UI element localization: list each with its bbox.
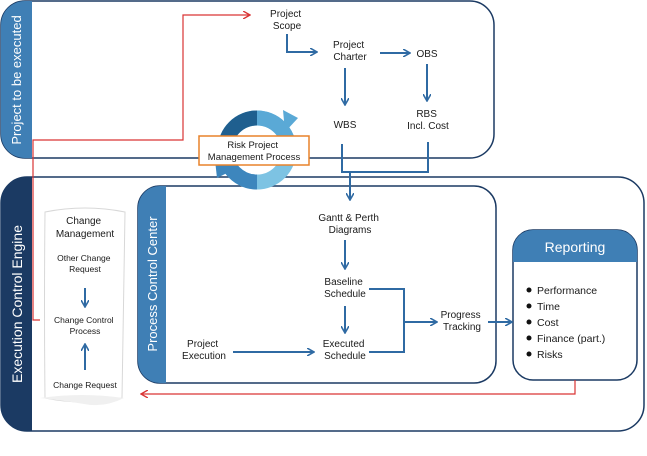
- reporting-title: Reporting: [545, 239, 606, 255]
- project-section-border: [0, 0, 495, 159]
- change-control-process-line: Change Control: [54, 315, 114, 325]
- reporting-item: Performance: [537, 285, 597, 297]
- bullet-icon: [526, 335, 532, 341]
- change-to-scope-line: [32, 15, 249, 321]
- node-line: Executed: [323, 339, 365, 350]
- node-wbs: WBS: [334, 120, 357, 131]
- bullet-icon: [526, 287, 532, 293]
- process-center-sidebar: [138, 186, 166, 383]
- node-rbs: RBS Incl. Cost: [407, 109, 449, 132]
- project-section-sidebar: [1, 1, 32, 158]
- node-gantt: Gantt & Perth Diagrams: [318, 213, 381, 236]
- risk-process-box: [198, 135, 310, 166]
- node-executed: Executed Schedule: [323, 339, 367, 362]
- risk-process-label: Risk Project Management Process: [208, 140, 301, 163]
- process-center: Process Control Center: [137, 185, 497, 384]
- node-baseline: Baseline Schedule: [324, 277, 366, 300]
- change-control-process: Change Control Process: [54, 315, 116, 336]
- node-line: Baseline: [324, 277, 363, 288]
- node-line: Progress: [441, 310, 481, 321]
- node-line: Project: [333, 40, 364, 51]
- change-control-process-line: Process: [70, 326, 101, 336]
- change-management-title: Change Management: [56, 216, 115, 240]
- node-line: Execution: [182, 351, 226, 362]
- node-line: Gantt & Perth: [318, 213, 379, 224]
- reporting-header: [513, 230, 637, 262]
- change-management-scroll: Change Management Other Change Request C…: [40, 207, 126, 406]
- node-project-scope: Project Scope: [270, 9, 304, 32]
- node-line: Scope: [273, 21, 302, 32]
- node-line: Incl. Cost: [407, 121, 449, 132]
- line-wbs-down: [341, 144, 350, 173]
- reporting-to-change-line: [142, 380, 576, 394]
- risk-process-line: Risk Project: [227, 140, 278, 151]
- bullet-icon: [526, 303, 532, 309]
- feedback-lines: [32, 15, 576, 394]
- node-line: Tracking: [443, 322, 481, 333]
- change-management-title-line: Management: [56, 229, 115, 240]
- change-request: Change Request: [53, 380, 117, 390]
- risk-cycle-icon: Risk Project Management Process: [198, 110, 310, 190]
- node-progress-tracking: Progress Tracking: [441, 310, 484, 333]
- arrow-scope-to-charter: [286, 34, 316, 52]
- engine-section-label: Execution Control Engine: [9, 225, 25, 383]
- node-line: RBS: [416, 109, 437, 120]
- process-flow-arrows: [233, 240, 511, 352]
- reporting-item: Finance (part.): [537, 333, 605, 345]
- risk-process-line: Management Process: [208, 152, 301, 163]
- node-line: Schedule: [324, 289, 366, 300]
- cycle-arrowhead: [283, 110, 298, 132]
- reporting-item: Risks: [537, 349, 563, 361]
- other-change-request: Other Change Request: [57, 253, 113, 274]
- bullet-icon: [526, 319, 532, 325]
- node-line: Diagrams: [329, 225, 372, 236]
- other-change-request-line: Other Change: [57, 253, 111, 263]
- node-line: Schedule: [324, 351, 366, 362]
- top-flow-arrows: [286, 34, 429, 199]
- node-line: Project: [270, 9, 301, 20]
- node-obs: OBS: [416, 49, 437, 60]
- node-line: Project: [187, 339, 218, 350]
- bracket-schedules: [369, 288, 405, 353]
- reporting-list: Performance Time Cost Finance (part.) Ri…: [526, 285, 605, 361]
- engine-section-sidebar: [1, 177, 32, 431]
- scroll-curl: [40, 395, 124, 406]
- node-project-execution: Project Execution: [182, 339, 226, 362]
- project-section-label: Project to be executed: [9, 15, 24, 144]
- node-project-charter: Project Charter: [333, 40, 367, 63]
- node-line: Charter: [333, 52, 367, 63]
- project-section: Project to be executed: [0, 0, 495, 159]
- other-change-request-line: Request: [69, 264, 101, 274]
- change-management-title-line: Change: [66, 216, 101, 227]
- reporting-item: Cost: [537, 317, 559, 329]
- reporting-box: Reporting Performance Time Cost Finance …: [512, 229, 638, 381]
- bullet-icon: [526, 351, 532, 357]
- line-rbs-down: [350, 142, 429, 173]
- process-center-label: Process Control Center: [145, 216, 160, 352]
- reporting-item: Time: [537, 301, 560, 313]
